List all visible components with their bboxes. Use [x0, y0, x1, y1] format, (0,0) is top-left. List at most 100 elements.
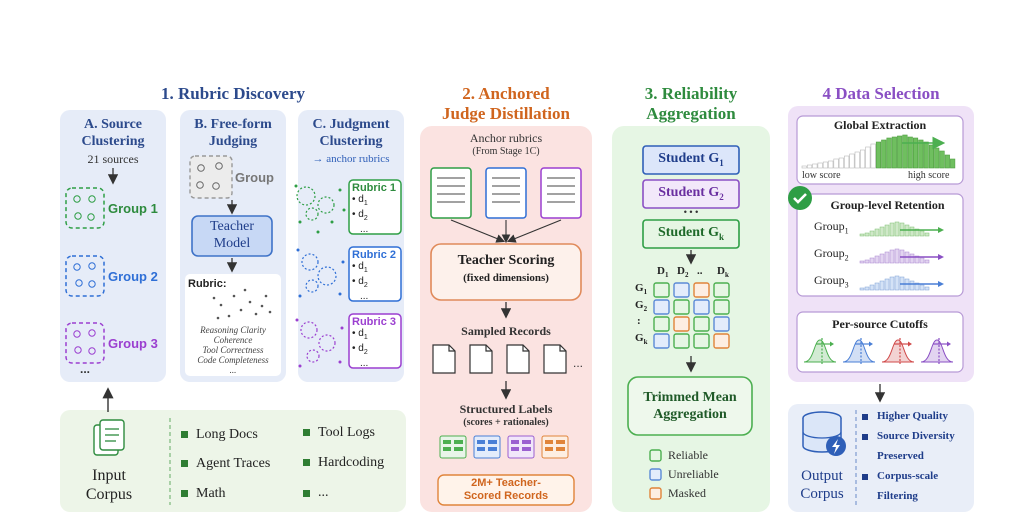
histogram-bar	[844, 155, 850, 169]
group-retention-card	[796, 193, 964, 297]
matrix-cell	[653, 316, 670, 332]
group-1-retention-label: Group1	[814, 219, 849, 236]
matrix-cell	[693, 282, 710, 298]
col-label-d1: D1	[657, 265, 669, 280]
output-bullets	[862, 414, 868, 480]
retention-bar	[879, 280, 885, 291]
cutoff-curve	[803, 339, 837, 363]
panel-judge-distillation	[420, 126, 592, 512]
matrix-cell	[713, 333, 730, 349]
cluster-purple	[295, 318, 344, 368]
retention-bar	[919, 284, 925, 291]
cutoff-curve	[842, 339, 876, 363]
rubric-3-text: Rubric 3 • d1 • d2 ...	[352, 316, 397, 370]
group-3-box	[65, 322, 105, 364]
histogram-bar	[838, 157, 844, 169]
matrix-cell	[693, 316, 710, 332]
cluster-green	[294, 184, 346, 234]
retention-bar	[889, 276, 895, 291]
histogram-bar	[934, 147, 940, 169]
student-g1-box	[642, 145, 740, 175]
anchor-doc-green	[430, 167, 472, 219]
histogram-bar	[865, 146, 871, 169]
retention-bar	[914, 255, 920, 264]
rubric-2-text: Rubric 2 • d1 • d2 ...	[352, 249, 397, 303]
matrix-row-labels: G1 G2 : Gk	[635, 282, 655, 352]
cutoff-arrow-head	[830, 341, 834, 347]
histogram-bar	[854, 151, 860, 169]
cutoff-arrow-head	[869, 341, 873, 347]
row-label-g1: G1	[635, 282, 648, 297]
group-1-label: Group 1	[108, 201, 158, 216]
sources-count: 21 sources	[87, 152, 139, 166]
retention-bar	[874, 282, 880, 291]
group-retention-histograms	[859, 221, 944, 291]
col-label-d2: D2	[677, 265, 689, 280]
histogram-bar	[870, 143, 876, 169]
cutoff-curve	[881, 339, 915, 363]
group-2-box	[65, 255, 105, 297]
retention-arrow-head	[938, 227, 944, 233]
cutoff-curve	[920, 339, 954, 363]
histogram-bar	[912, 137, 919, 169]
histogram-bar	[918, 139, 924, 169]
retention-bar	[924, 232, 930, 237]
legend-unreliable-label: Unreliable	[668, 467, 719, 481]
histogram-bar	[859, 149, 866, 169]
student-g2-box	[642, 179, 740, 209]
retention-bar	[884, 224, 890, 237]
col-label-dk: Dk	[717, 265, 729, 280]
matrix-cell	[673, 316, 690, 332]
matrix-cell	[693, 299, 710, 315]
retention-bar	[864, 232, 870, 237]
group-3-retention-label: Group3	[814, 273, 849, 290]
input-item-long-docs: Long Docs	[196, 427, 258, 442]
matrix-col-labels: D1 D2 .. Dk	[657, 265, 737, 281]
student-gk-box	[642, 219, 740, 249]
retention-bar	[869, 284, 875, 291]
anchor-doc-purple	[540, 167, 582, 219]
retention-bar	[859, 287, 865, 291]
per-source-cutoffs-label: Per-source Cutoffs	[832, 317, 928, 331]
global-extraction-histogram	[801, 134, 956, 169]
retention-bar	[894, 275, 900, 291]
retention-bar	[879, 226, 885, 237]
retention-bar	[889, 222, 895, 237]
label-tables	[439, 435, 569, 459]
sampled-record-icons	[432, 344, 567, 374]
histogram-bar	[928, 144, 935, 169]
panel-input-corpus	[60, 410, 406, 512]
rubric-label: Rubric:	[188, 278, 227, 290]
global-extraction-label: Global Extraction	[833, 118, 927, 132]
rubric-1-text: Rubric 1 • d1 • d2 ...	[352, 182, 397, 236]
output-item-diversity: Source Diversity	[877, 430, 955, 442]
matrix-cell	[653, 299, 670, 315]
retention-bar	[864, 259, 870, 264]
reliability-matrix	[653, 282, 730, 349]
matrix-cell	[673, 333, 690, 349]
histogram-bar	[923, 141, 929, 169]
output-item-filtering: Filtering	[877, 490, 918, 502]
retention-arrow-head	[938, 254, 944, 260]
histogram-bar	[828, 160, 834, 169]
retention-bar	[874, 255, 880, 264]
trimmed-mean-box	[627, 376, 753, 436]
teacher-scoring-label: Teacher Scoring (fixed dimensions)	[457, 253, 555, 284]
student-gk-label: Student Gk	[657, 225, 725, 242]
anchor-rubrics-note: → anchor rubrics	[312, 153, 390, 165]
histogram-bar	[897, 135, 903, 169]
retention-bar	[859, 233, 865, 237]
section-1-title: 1. Rubric Discovery	[160, 84, 305, 103]
legend-masked-swatch	[649, 487, 662, 500]
retention-bar	[924, 259, 930, 264]
input-item-agent-traces: Agent Traces	[196, 456, 271, 471]
input-item-hardcoding: Hardcoding	[318, 455, 385, 470]
histogram-bar	[833, 158, 839, 169]
retention-bar	[879, 253, 885, 264]
student-dots: • • •	[683, 207, 699, 217]
